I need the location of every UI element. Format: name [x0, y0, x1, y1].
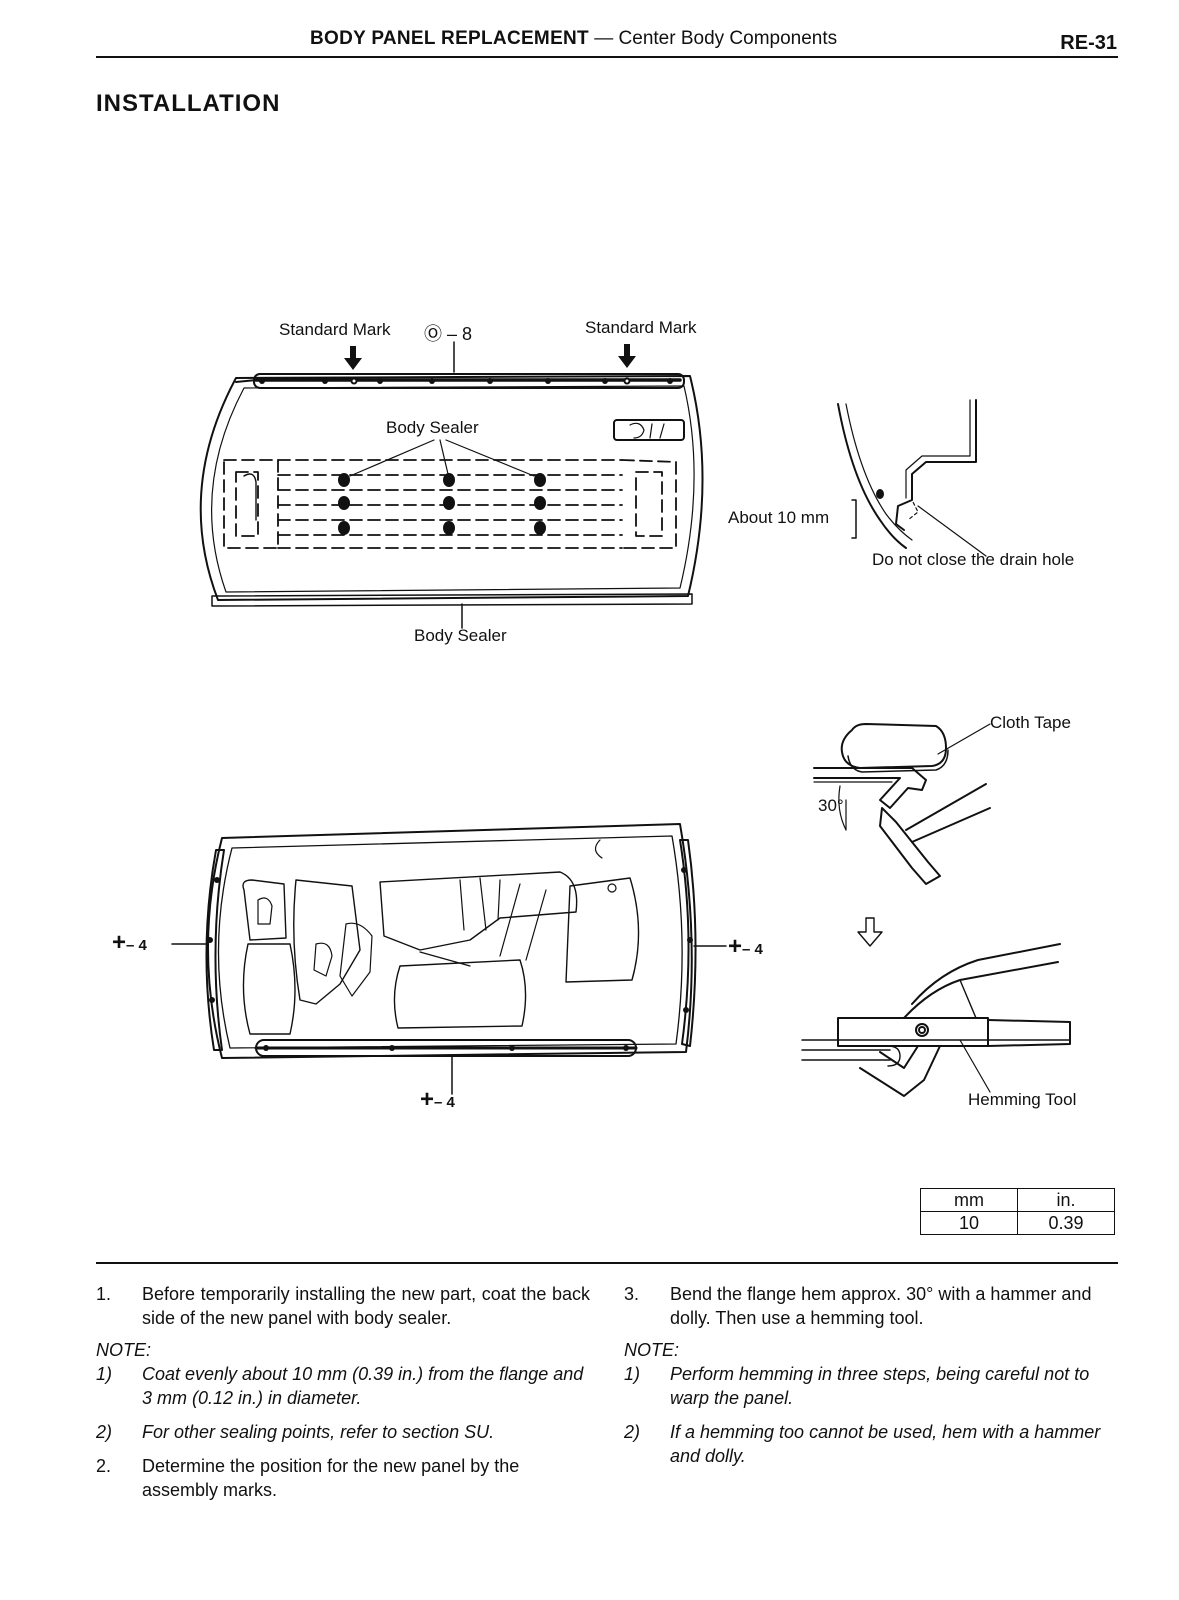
- table-row: 10 0.39: [920, 1211, 1115, 1235]
- note-left-1-number: 1): [96, 1364, 113, 1384]
- weld-count-right: – 4: [742, 941, 763, 958]
- table-cell-mm: 10: [920, 1211, 1018, 1235]
- note-right-1-text: Perform hemming in three steps, being ca…: [670, 1364, 1090, 1408]
- about-10mm-label: About 10 mm: [728, 508, 830, 527]
- standard-mark-right-label: Standard Mark: [585, 318, 697, 337]
- note-right-1: 1) Perform hemming in three steps, being…: [624, 1362, 1118, 1410]
- spec-table: mm in. 10 0.39: [920, 1188, 1115, 1235]
- step-3-text: Bend the flange hem approx. 30° with a h…: [670, 1284, 1092, 1328]
- page-number: RE-31: [1060, 32, 1117, 54]
- weld-symbol-left: +– 4: [112, 929, 147, 956]
- left-text-column: 1. Before temporarily installing the new…: [96, 1282, 590, 1510]
- body-sealer-bottom-label: Body Sealer: [414, 626, 507, 645]
- note-left-2-text: For other sealing points, refer to secti…: [142, 1422, 495, 1442]
- note-heading-right: NOTE:: [624, 1340, 680, 1360]
- table-header-mm: mm: [920, 1188, 1018, 1212]
- note-left-1: 1) Coat evenly about 10 mm (0.39 in.) fr…: [96, 1362, 590, 1410]
- torque-label: Ⓞ – 8: [424, 324, 473, 344]
- installation-figure: [171, 341, 1071, 1097]
- step-2-number: 2.: [96, 1456, 112, 1476]
- header-title-bold: BODY PANEL REPLACEMENT: [310, 28, 589, 49]
- note-right-2-text: If a hemming too cannot be used, hem wit…: [670, 1422, 1101, 1466]
- step-3: 3. Bend the flange hem approx. 30° with …: [624, 1282, 1118, 1330]
- table-header-in: in.: [1017, 1188, 1115, 1212]
- body-sealer-top-label: Body Sealer: [386, 418, 479, 437]
- standard-mark-left-label: Standard Mark: [279, 320, 391, 339]
- weld-symbol-right: +– 4: [728, 933, 763, 960]
- table-cell-in: 0.39: [1017, 1211, 1115, 1235]
- note-heading-left: NOTE:: [96, 1340, 152, 1360]
- note-right-1-number: 1): [624, 1364, 641, 1384]
- section-title: INSTALLATION: [96, 90, 281, 117]
- text-rule: [96, 1262, 1118, 1264]
- weld-count-left: – 4: [126, 937, 147, 954]
- weld-count-bottom: – 4: [434, 1094, 455, 1111]
- step-3-number: 3.: [624, 1284, 640, 1304]
- note-left-2-number: 2): [96, 1422, 113, 1442]
- angle-label: 30°: [818, 796, 844, 815]
- header-rule: [96, 56, 1118, 58]
- drain-hole-label: Do not close the drain hole: [872, 550, 1075, 569]
- cloth-tape-hammer-drawing: [813, 723, 991, 885]
- note-left-1-text: Coat evenly about 10 mm (0.39 in.) from …: [142, 1364, 584, 1408]
- step-2: 2. Determine the position for the new pa…: [96, 1454, 590, 1502]
- step-1-number: 1.: [96, 1284, 112, 1304]
- page-header-title: BODY PANEL REPLACEMENT — Center Body Com…: [310, 28, 837, 50]
- weld-symbol-bottom: +– 4: [420, 1086, 455, 1113]
- cloth-tape-label: Cloth Tape: [990, 713, 1071, 732]
- step-1: 1. Before temporarily installing the new…: [96, 1282, 590, 1330]
- header-title-rest: — Center Body Components: [588, 28, 838, 49]
- hemming-tool-label: Hemming Tool: [968, 1090, 1077, 1109]
- note-right-2-number: 2): [624, 1422, 641, 1442]
- down-arrow-icon: [857, 917, 883, 947]
- right-text-column: 3. Bend the flange hem approx. 30° with …: [624, 1282, 1118, 1478]
- step-2-text: Determine the position for the new panel…: [142, 1456, 520, 1500]
- door-outer-panel-drawing: [199, 341, 704, 629]
- note-left-2: 2) For other sealing points, refer to se…: [96, 1420, 590, 1444]
- door-inner-panel-drawing: [171, 823, 727, 1095]
- step-1-text: Before temporarily installing the new pa…: [142, 1284, 590, 1328]
- hemming-tool-drawing: [801, 943, 1071, 1097]
- note-right-2: 2) If a hemming too cannot be used, hem …: [624, 1420, 1118, 1468]
- drain-hole-detail-drawing: [837, 399, 987, 557]
- table-row: mm in.: [920, 1188, 1115, 1212]
